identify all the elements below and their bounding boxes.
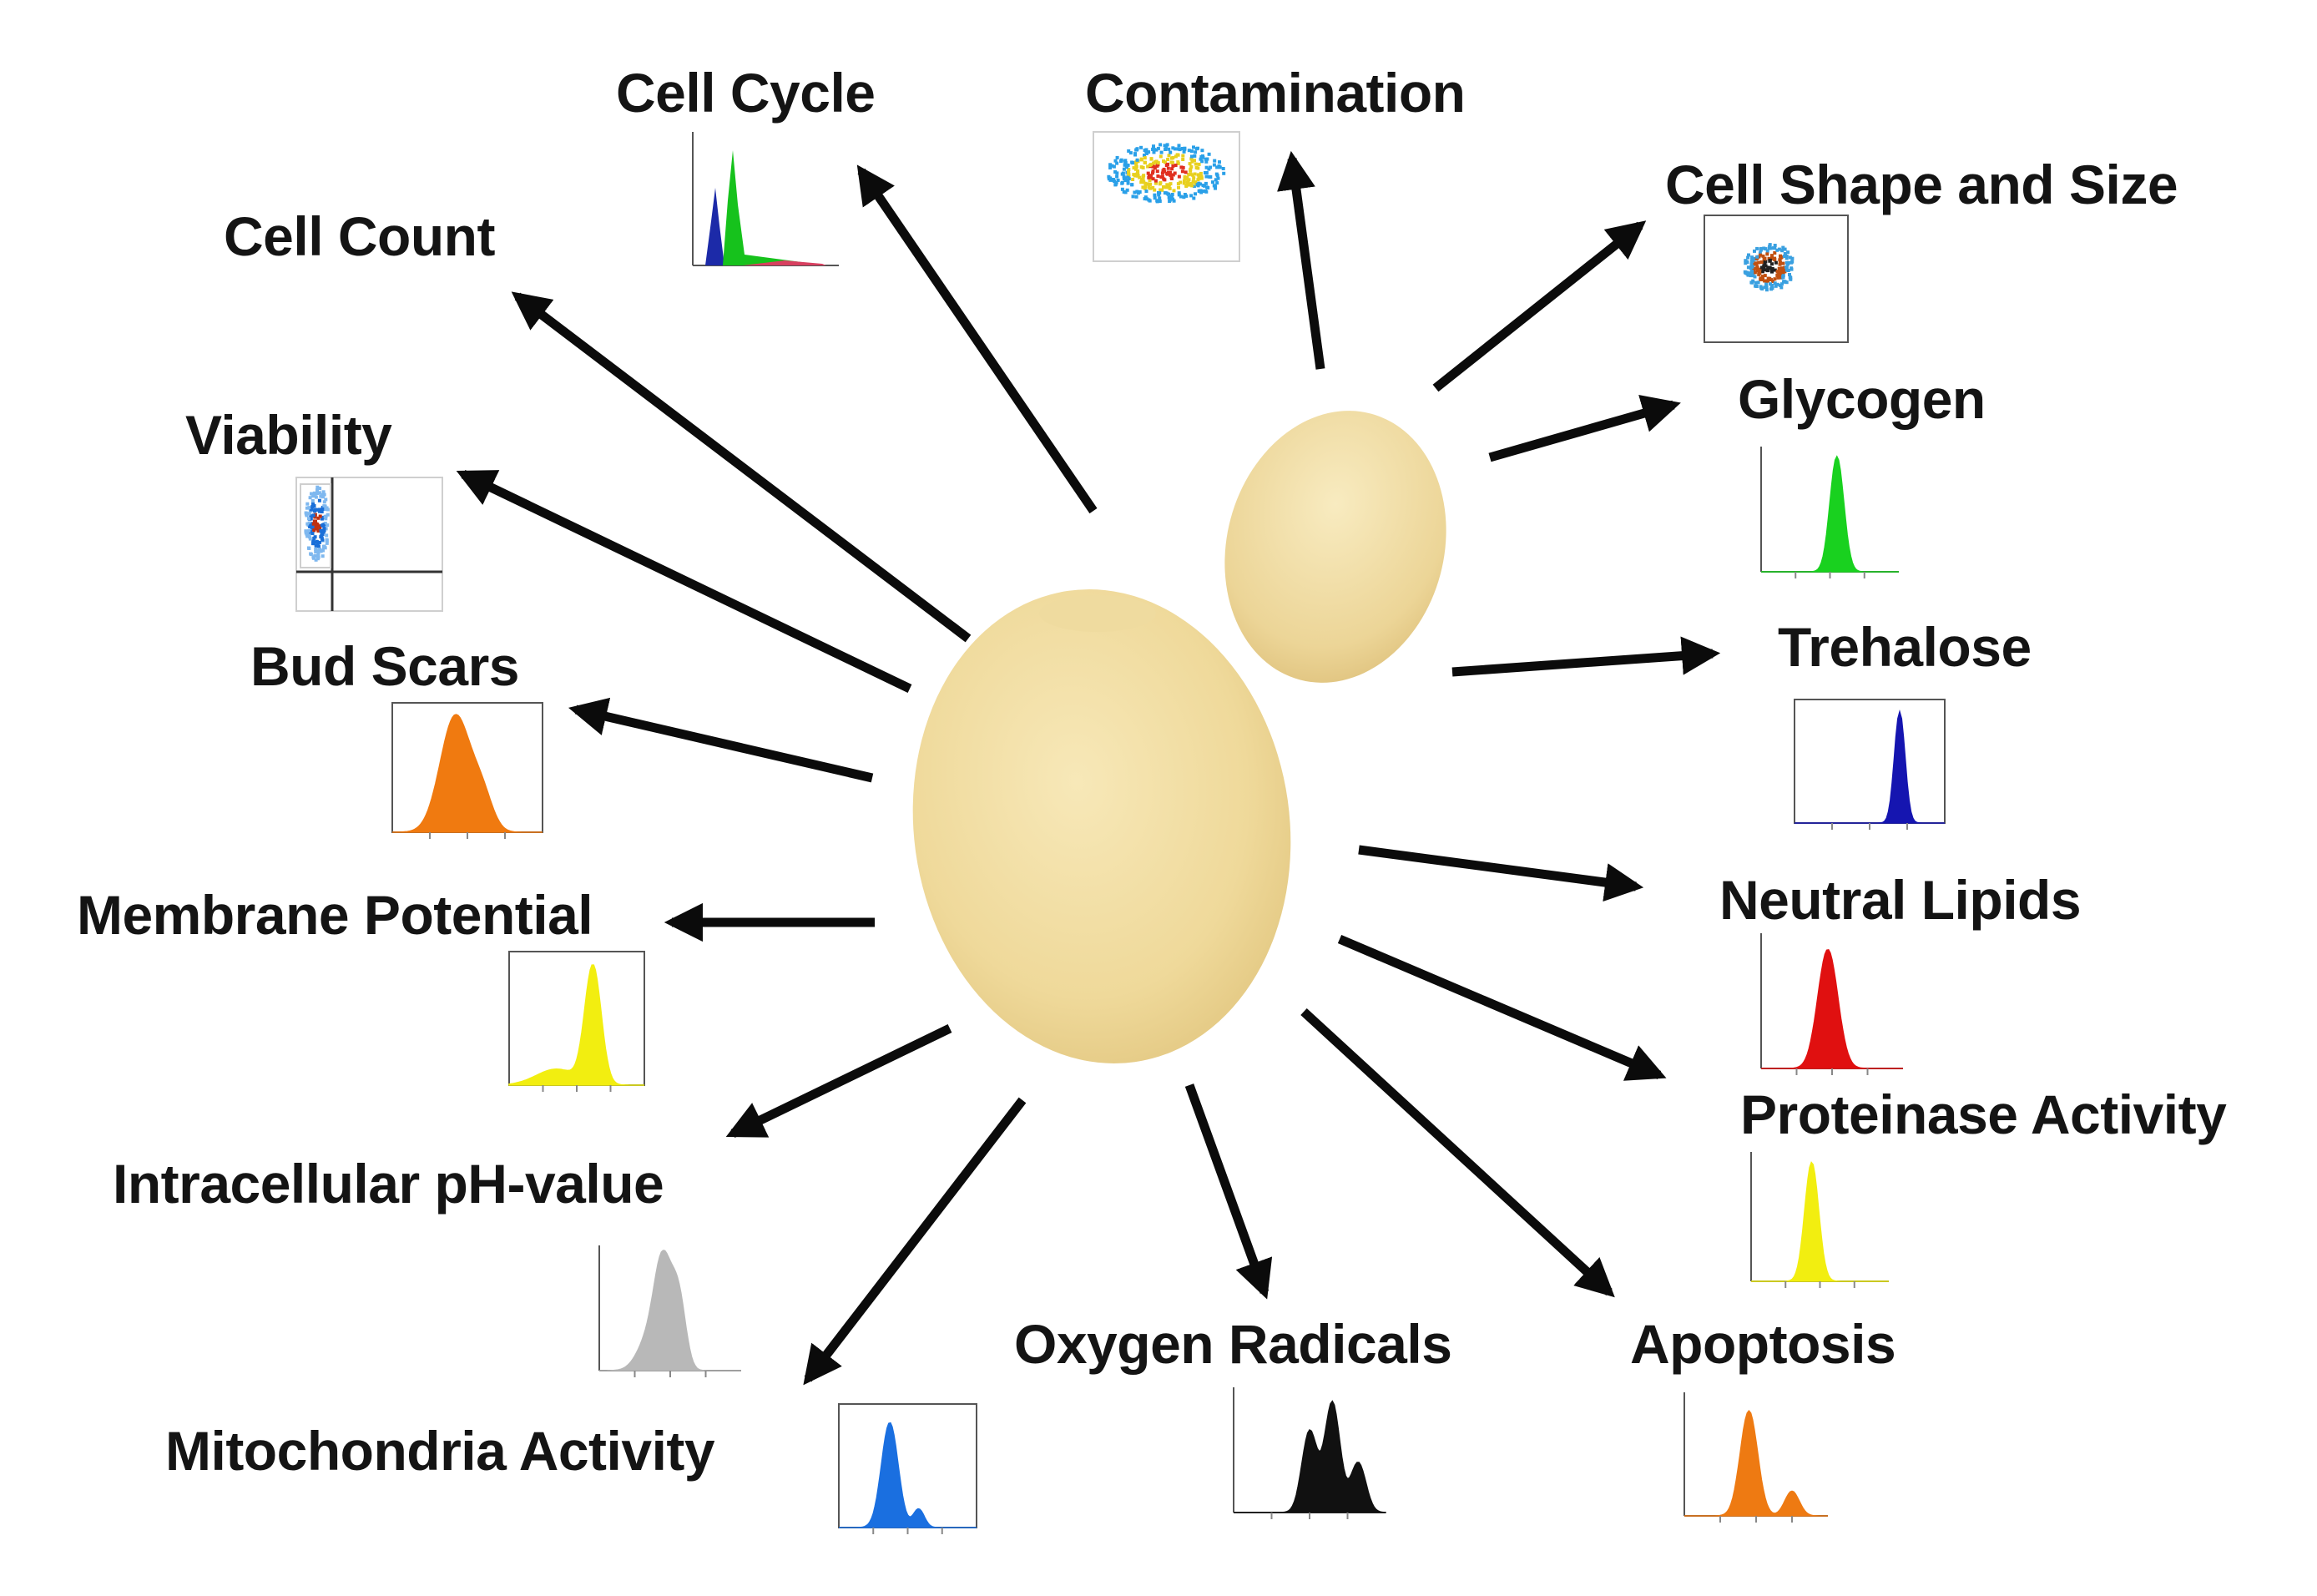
arrow-glycogen bbox=[1488, 394, 1681, 462]
glycogen-histogram bbox=[1760, 447, 1899, 578]
arrow-contamination bbox=[1277, 150, 1325, 370]
arrow-mitochondria-activity bbox=[803, 1097, 1027, 1386]
arrow-neutral-lipids bbox=[1358, 845, 1644, 902]
viability-population-scatter-plot bbox=[300, 483, 331, 568]
arrow-cell-count bbox=[511, 291, 972, 643]
label-bud-scars: Bud Scars bbox=[250, 635, 519, 697]
cell-shape-scatter-plot bbox=[1704, 215, 1849, 343]
label-neutral-lipids: Neutral Lipids bbox=[1719, 869, 2082, 931]
label-cell-count: Cell Count bbox=[224, 205, 495, 267]
bud-scar-ridge bbox=[1039, 595, 1156, 632]
mitochondria-activity-histogram bbox=[838, 1403, 977, 1534]
arrow-cell-shape bbox=[1432, 220, 1647, 392]
arrow-oxygen-radicals bbox=[1184, 1083, 1273, 1300]
arrow-intracellular-ph bbox=[725, 1024, 952, 1138]
label-viability: Viability bbox=[185, 404, 392, 466]
label-oxygen-radicals: Oxygen Radicals bbox=[1014, 1313, 1452, 1375]
arrow-apoptosis bbox=[1300, 1008, 1615, 1298]
arrow-cell-cycle bbox=[856, 164, 1098, 514]
cell-cycle-histogram bbox=[692, 132, 839, 266]
neutral-lipids-histogram bbox=[1760, 933, 1903, 1075]
label-intracellular-ph-value: Intracellular pH-value bbox=[113, 1153, 664, 1215]
arrow-viability bbox=[456, 470, 912, 693]
proteinase-activity-histogram bbox=[1750, 1152, 1889, 1288]
apoptosis-histogram bbox=[1683, 1392, 1828, 1523]
membrane-potential-histogram bbox=[508, 951, 645, 1092]
label-trehalose: Trehalose bbox=[1778, 616, 2032, 678]
bud-scars-histogram bbox=[391, 702, 543, 839]
yeast-bud bbox=[1224, 411, 1446, 683]
label-proteinase-activity: Proteinase Activity bbox=[1740, 1083, 2227, 1145]
label-membrane-potential: Membrane Potential bbox=[77, 884, 593, 946]
yeast-mother-cell bbox=[912, 589, 1291, 1063]
arrow-proteinase-activity bbox=[1337, 934, 1667, 1081]
label-glycogen: Glycogen bbox=[1738, 368, 1986, 430]
label-mitochondria-activity: Mitochondria Activity bbox=[165, 1420, 715, 1482]
thumbnail-plots bbox=[295, 131, 1946, 1534]
oxygen-radicals-histogram bbox=[1233, 1387, 1386, 1519]
arrows bbox=[456, 150, 1721, 1386]
label-cell-cycle: Cell Cycle bbox=[616, 62, 876, 124]
label-apoptosis: Apoptosis bbox=[1630, 1313, 1896, 1375]
contamination-scatter-plot bbox=[1093, 131, 1240, 262]
arrow-trehalose bbox=[1451, 636, 1721, 677]
arrow-bud-scars bbox=[568, 697, 874, 783]
intracellular-ph-histogram bbox=[598, 1245, 741, 1377]
yeast-cell bbox=[912, 411, 1446, 1063]
label-cell-shape-and-size: Cell Shape and Size bbox=[1665, 154, 2178, 215]
trehalose-histogram bbox=[1794, 699, 1946, 830]
label-contamination: Contamination bbox=[1085, 62, 1466, 124]
